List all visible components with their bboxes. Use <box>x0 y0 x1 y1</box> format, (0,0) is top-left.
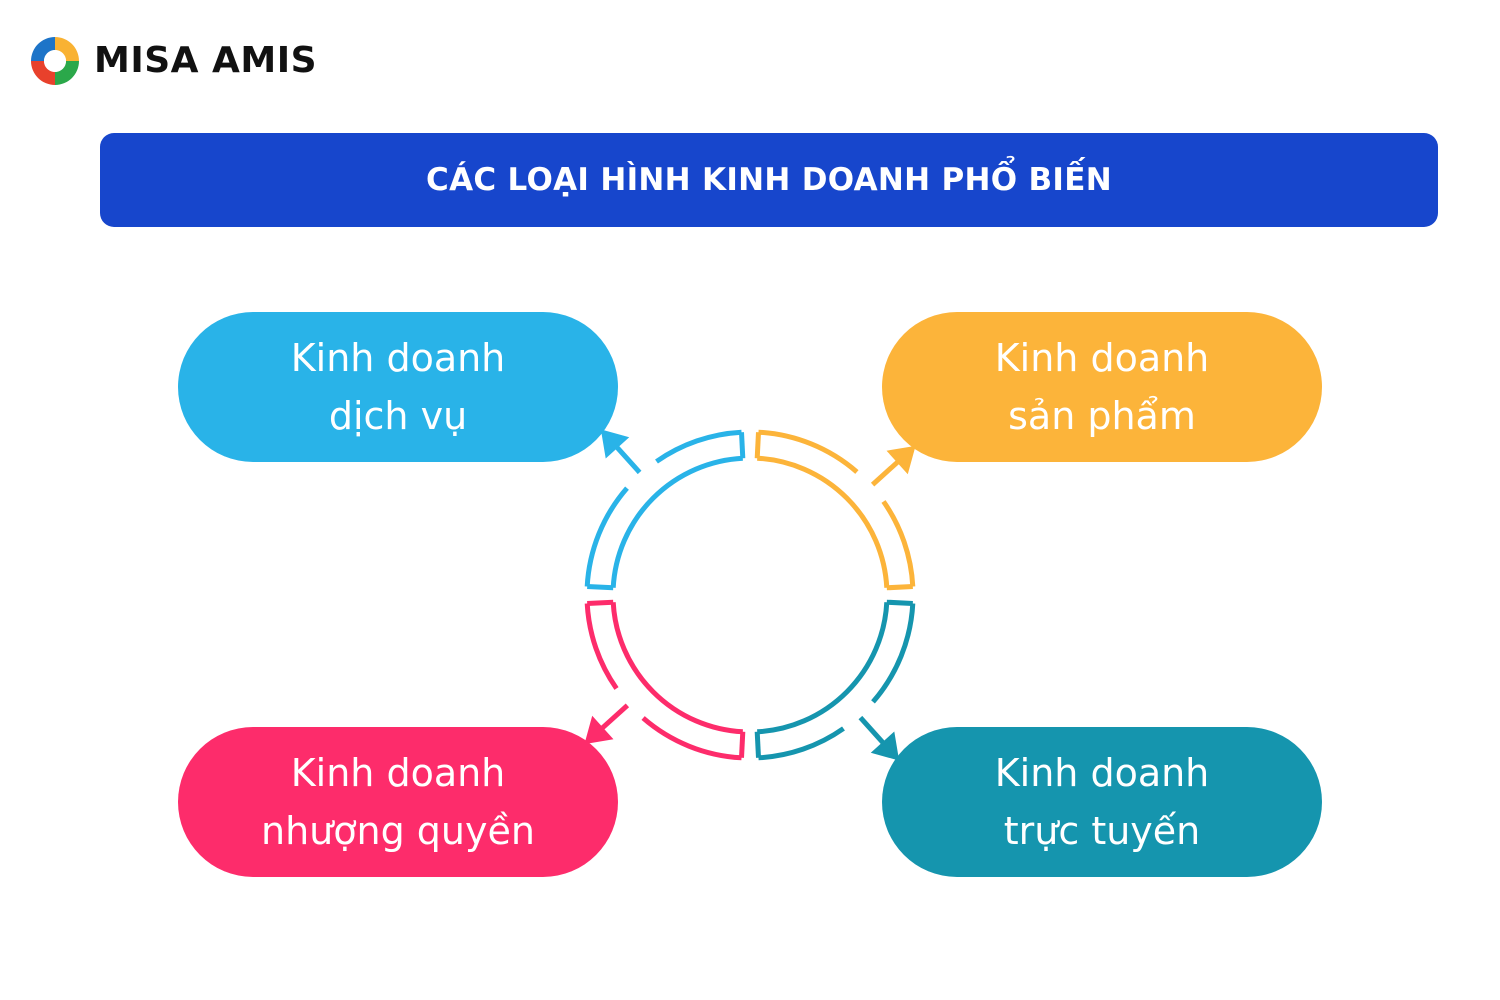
service-arc-inner <box>610 455 743 588</box>
online-arc-inner <box>757 602 890 735</box>
business-type-product: Kinh doanh sản phẩm <box>882 312 1322 462</box>
item-line1: Kinh doanh <box>994 336 1210 380</box>
franchise-arc-inner <box>610 602 743 735</box>
product-arc-cap-end <box>886 584 913 591</box>
misa-amis-logo-icon <box>31 37 79 85</box>
product-arc-arrow-head <box>886 445 916 475</box>
franchise-arc-arrow-stem <box>600 703 630 731</box>
service-arc <box>584 429 746 591</box>
product-arc <box>754 429 916 591</box>
item-line1: Kinh doanh <box>290 751 506 795</box>
product-arc-arrow-stem <box>870 459 900 487</box>
online-arc-arrow-stem <box>858 715 886 745</box>
item-line1: Kinh doanh <box>994 751 1210 795</box>
franchise-arc-outer-a <box>641 716 742 761</box>
online-arc-cap-start <box>886 599 913 606</box>
item-line2: trực tuyến <box>1003 809 1201 853</box>
service-arc-outer-b <box>655 429 742 464</box>
page-title: CÁC LOẠI HÌNH KINH DOANH PHỔ BIẾN <box>426 162 1112 198</box>
product-arc-outer-b <box>881 500 916 587</box>
franchise-arc-outer-b <box>584 603 619 690</box>
service-arc-outer-a <box>584 486 629 587</box>
service-arc-cap-start <box>587 584 614 591</box>
business-type-service: Kinh doanh dịch vụ <box>178 312 618 462</box>
service-arc-arrow-stem <box>614 445 642 475</box>
service-arc-cap-end <box>739 432 746 459</box>
online-arc-outer-b <box>758 726 845 761</box>
brand-logo: MISA AMIS <box>28 34 317 88</box>
business-type-online: Kinh doanh trực tuyến <box>882 727 1322 877</box>
online-arc <box>754 599 916 761</box>
product-arc-inner <box>757 455 890 588</box>
product-arc-cap-start <box>754 432 761 459</box>
franchise-arc <box>584 599 746 761</box>
item-line2: nhượng quyền <box>261 809 535 853</box>
service-arc-arrow-head <box>600 429 630 459</box>
franchise-arc-arrow-head <box>584 715 614 745</box>
item-line1: Kinh doanh <box>290 336 506 380</box>
business-type-franchise: Kinh doanh nhượng quyền <box>178 727 618 877</box>
online-arc-cap-end <box>754 731 761 758</box>
brand-name: MISA AMIS <box>94 40 318 81</box>
item-line2: dịch vụ <box>328 394 468 438</box>
online-arc-arrow-head <box>870 731 900 761</box>
franchise-arc-cap-start <box>739 731 746 758</box>
product-arc-outer-a <box>758 429 859 474</box>
title-banner: CÁC LOẠI HÌNH KINH DOANH PHỔ BIẾN <box>100 133 1438 227</box>
franchise-arc-cap-end <box>587 599 614 606</box>
online-arc-outer-a <box>871 603 916 704</box>
item-line2: sản phẩm <box>1008 394 1196 438</box>
